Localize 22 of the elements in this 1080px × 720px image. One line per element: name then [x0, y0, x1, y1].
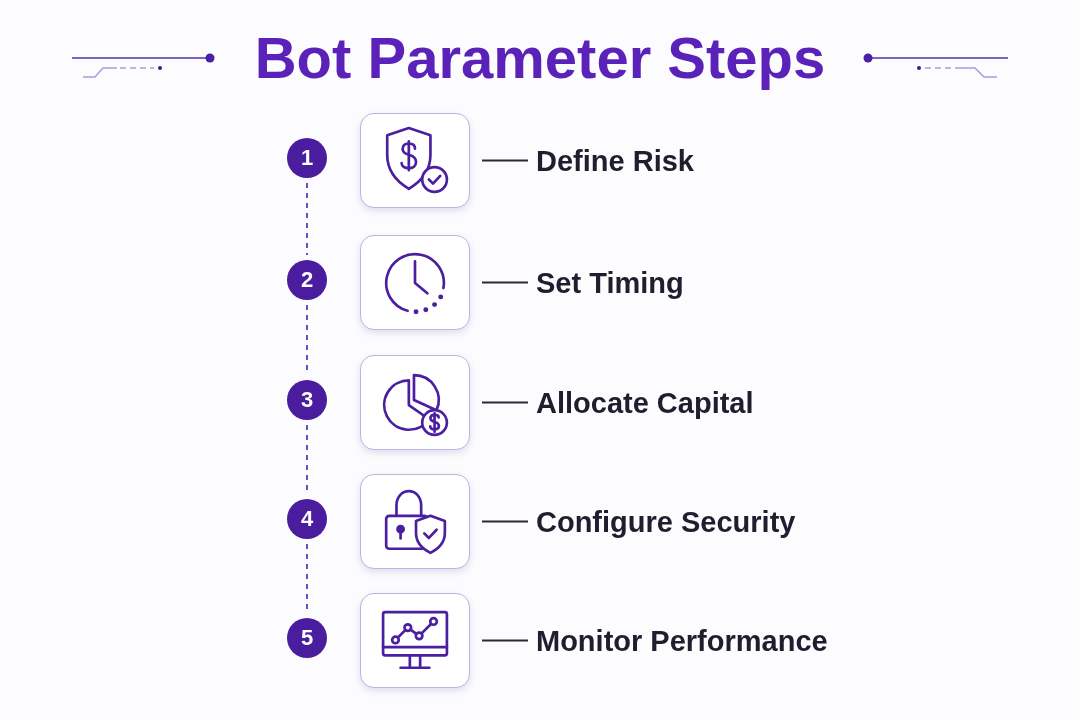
connector-line: [481, 401, 529, 404]
icon-card: [360, 355, 470, 450]
step-label: Allocate Capital: [536, 385, 754, 421]
title: Bot Parameter Steps: [254, 24, 826, 92]
connector-line: [481, 639, 529, 642]
connector-line: [481, 281, 529, 284]
step-label: Set Timing: [536, 265, 684, 301]
step-number-circle: 3: [287, 380, 327, 420]
icon-card: [360, 235, 470, 330]
icon-card: [360, 593, 470, 688]
connector-line: [481, 159, 529, 162]
step-label: Monitor Performance: [536, 623, 828, 659]
step-number-circle: 5: [287, 618, 327, 658]
connector-line: [481, 520, 529, 523]
icon-card: [360, 113, 470, 208]
icon-card: [360, 474, 470, 569]
step-number-circle: 1: [287, 138, 327, 178]
step-label: Configure Security: [536, 504, 796, 540]
step-label: Define Risk: [536, 143, 694, 179]
step-number-circle: 4: [287, 499, 327, 539]
step-number-circle: 2: [287, 260, 327, 300]
dashed-connector: [306, 182, 308, 256]
